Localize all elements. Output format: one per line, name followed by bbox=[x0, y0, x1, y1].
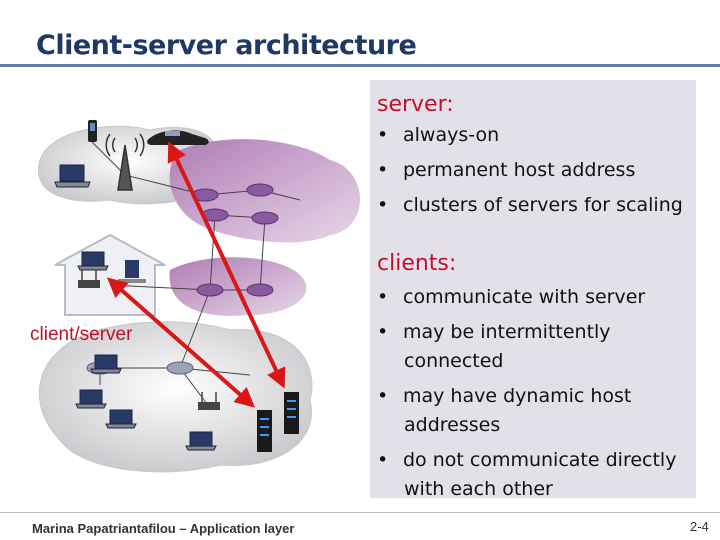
server-heading: server: bbox=[377, 92, 454, 117]
clients-heading: clients: bbox=[377, 251, 457, 276]
cell-tower-icon bbox=[105, 133, 145, 191]
server-bullet-1: •always-on bbox=[377, 124, 500, 146]
clients-bullet-2-cont: connected bbox=[404, 350, 504, 372]
clients-bullet-1: •communicate with server bbox=[377, 286, 646, 308]
network-diagram bbox=[37, 120, 360, 473]
server-bullet-3: •clusters of servers for scaling bbox=[377, 194, 683, 216]
clients-bullet-3: •may have dynamic host bbox=[377, 385, 632, 407]
client-server-label: client/server bbox=[30, 324, 133, 345]
smartphone-icon bbox=[88, 120, 97, 142]
footer-author: Marina Papatriantafilou – Application la… bbox=[32, 521, 295, 536]
arrow-home-to-servers bbox=[106, 277, 256, 408]
server-rack-icon bbox=[257, 392, 299, 452]
title-underline bbox=[0, 64, 720, 67]
server-bullet-2: •permanent host address bbox=[377, 159, 636, 181]
arrow-car-to-servers bbox=[167, 141, 286, 389]
clients-bullet-2: •may be intermittently bbox=[377, 321, 611, 343]
client-server-arrows bbox=[106, 141, 286, 408]
car-icon bbox=[147, 130, 209, 145]
house-icon bbox=[54, 233, 166, 316]
laptop-icon bbox=[54, 164, 217, 451]
clients-bullet-4-cont: with each other bbox=[404, 478, 553, 500]
page-number: 2-4 bbox=[690, 519, 709, 534]
slide-title: Client-server architecture bbox=[36, 30, 417, 61]
clients-bullet-3-cont: addresses bbox=[404, 414, 501, 436]
text-panel bbox=[370, 80, 696, 498]
clients-bullet-4: •do not communicate directly bbox=[377, 449, 677, 471]
footer-divider bbox=[0, 512, 720, 513]
